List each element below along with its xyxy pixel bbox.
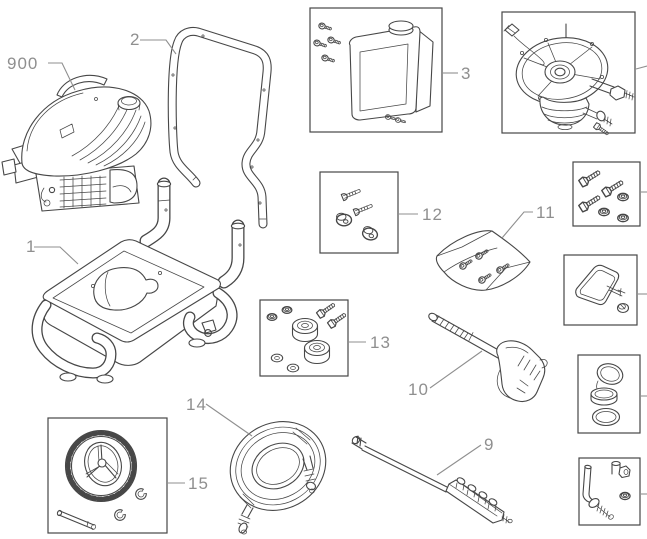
callout-line-9 [436, 444, 482, 476]
callout-line-11 [501, 211, 533, 239]
bracket-kit-box [563, 254, 638, 326]
bolt-nut-kit-box [572, 161, 641, 227]
spray-gun-illustration [428, 312, 548, 403]
callout-label-10: 10 [408, 380, 429, 399]
callout-line-1 [34, 246, 79, 265]
cart-frame-illustration [31, 177, 246, 384]
callout-label-3: 3 [461, 64, 471, 83]
wheel-kit-box [47, 417, 168, 534]
callout-line-14 [205, 403, 253, 437]
callout-label-14: 14 [186, 395, 207, 414]
spray-wand-illustration [351, 435, 513, 524]
callout-label-900: 900 [7, 54, 38, 73]
cap-oring-kit-box [577, 354, 641, 434]
callout-line-pump [635, 65, 647, 70]
callout-label-1: 1 [26, 237, 36, 256]
callout-label-12: 12 [422, 205, 443, 224]
elbow-tube-kit-box [578, 457, 641, 526]
fastener-bag-illustration [435, 230, 531, 291]
handle-hardware-box [319, 171, 399, 254]
callout-label-15: 15 [188, 474, 209, 493]
mount-hardware-box [259, 299, 349, 377]
callout-label-9: 9 [484, 435, 494, 454]
engine-illustration [1, 74, 152, 212]
pump-kit-box [501, 11, 636, 138]
handle-illustration [167, 26, 272, 229]
panel-kit-box [309, 7, 443, 133]
callout-line-2 [140, 39, 177, 55]
callout-line-10 [429, 350, 483, 389]
callout-label-13: 13 [370, 333, 391, 352]
callout-line-900 [48, 62, 76, 91]
hose-illustration [229, 421, 327, 535]
callout-label-11: 11 [536, 203, 556, 222]
callout-label-2: 2 [130, 30, 140, 49]
